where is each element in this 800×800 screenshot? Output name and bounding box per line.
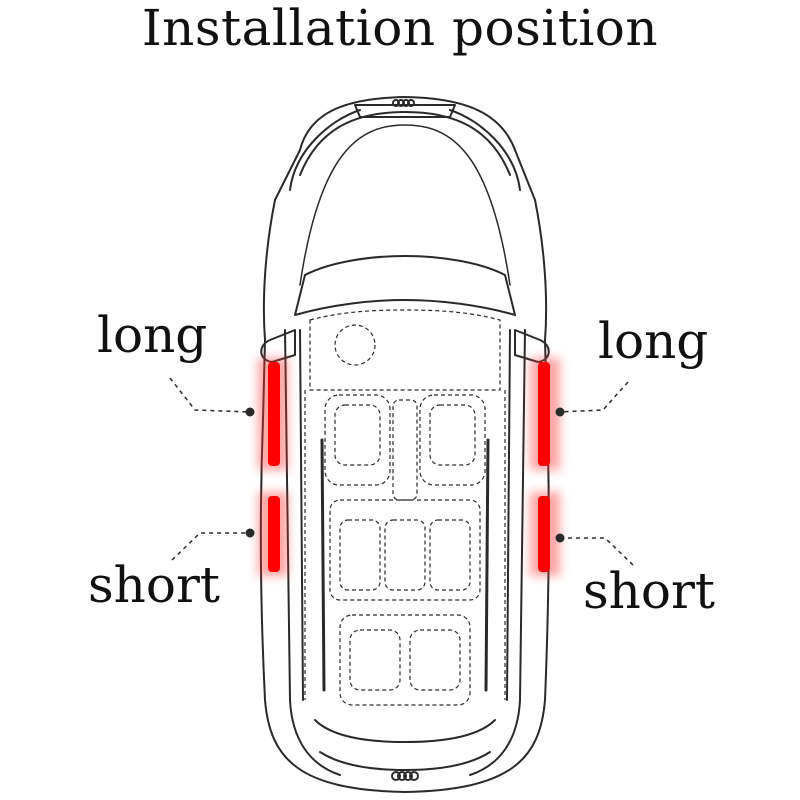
leader-lines [169, 377, 634, 566]
label-short-left: short [88, 556, 220, 614]
left-mirror [260, 329, 296, 363]
page-title: Installation position [141, 0, 659, 57]
door-seal-strips [258, 358, 560, 576]
label-long-left: long [97, 306, 208, 364]
dot-long-left [245, 407, 255, 417]
leader-short-left [171, 532, 250, 561]
label-long-right: long [598, 312, 709, 370]
dot-long-right [555, 407, 565, 417]
strip-short-left [268, 496, 280, 572]
car-interior [304, 309, 506, 706]
leader-short-right [558, 537, 634, 566]
leader-long-right [557, 381, 629, 413]
strip-short-right [538, 496, 550, 572]
dot-short-left [245, 528, 255, 538]
leader-long-left [169, 377, 251, 413]
leader-dots [245, 407, 565, 543]
strip-long-right [538, 362, 550, 466]
label-short-right: short [583, 562, 715, 620]
dot-short-right [555, 533, 565, 543]
right-mirror [514, 329, 550, 363]
strip-long-left [268, 362, 280, 466]
car-body [259, 96, 550, 793]
